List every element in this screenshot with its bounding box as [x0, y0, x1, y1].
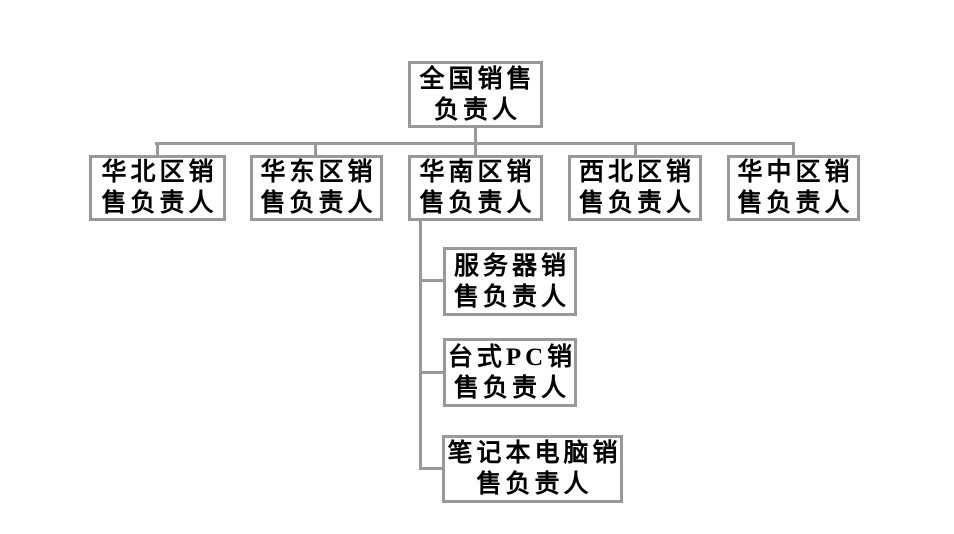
- node-label-line: 西北区销: [578, 159, 695, 186]
- connector-stub-desktop-pc: [419, 371, 445, 374]
- org-node-south-china-sales: 华南区销 售负责人: [408, 155, 543, 221]
- node-label-line: 售负责人: [578, 190, 695, 217]
- node-label-line: 华东区销: [260, 159, 377, 186]
- org-node-east-china-sales: 华东区销 售负责人: [250, 155, 383, 221]
- node-label-line: 全国销售: [419, 65, 536, 93]
- connector-stub-north-china: [156, 142, 159, 156]
- node-label-line: 售负责人: [453, 283, 570, 311]
- node-label-line: 售负责人: [453, 374, 570, 402]
- org-node-national-sales: 全国销售 负责人: [408, 61, 543, 128]
- connector-stub-east-china: [314, 142, 317, 156]
- org-node-central-china-sales: 华中区销 售负责人: [727, 155, 860, 221]
- connector-root-trunk: [474, 126, 477, 145]
- node-label-line: 服务器销: [453, 252, 570, 280]
- org-node-laptop-sales: 笔记本电脑销 售负责人: [442, 435, 623, 503]
- node-label-line: 负责人: [433, 96, 521, 124]
- node-label-line: 售负责人: [260, 190, 377, 217]
- node-label-line: 华南区销: [419, 159, 536, 186]
- connector-stub-laptop: [419, 467, 445, 470]
- org-node-north-china-sales: 华北区销 售负责人: [89, 155, 226, 221]
- node-label-line: 售负责人: [737, 190, 854, 217]
- org-node-northwest-sales: 西北区销 售负责人: [568, 155, 702, 221]
- node-label-line: 华中区销: [737, 159, 854, 186]
- node-label-line: 售负责人: [101, 190, 218, 217]
- org-node-desktop-pc-sales: 台式PC销 售负责人: [443, 338, 577, 407]
- node-label-line: 售负责人: [419, 190, 536, 217]
- connector-stub-server: [419, 279, 445, 282]
- node-label-line: 笔记本电脑销: [447, 440, 622, 467]
- connector-stub-northwest: [634, 142, 637, 156]
- org-node-server-sales: 服务器销 售负责人: [443, 247, 577, 316]
- connector-stub-central-china: [792, 142, 795, 156]
- node-label-line: 台式PC销: [447, 343, 577, 371]
- node-label-line: 售负责人: [476, 471, 593, 498]
- connector-south-china-trunk: [419, 220, 422, 470]
- node-label-line: 华北区销: [101, 159, 218, 186]
- connector-stub-south-china: [474, 142, 477, 156]
